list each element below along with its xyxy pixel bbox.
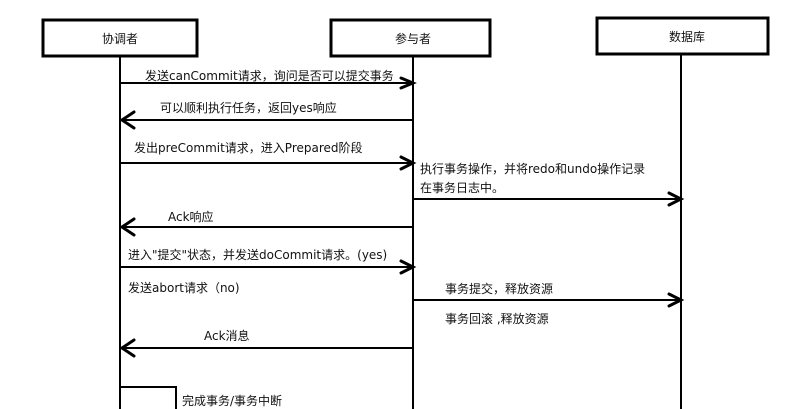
message-docommit-label: 进入"提交"状态，并发送doCommit请求。(yes) (128, 247, 387, 262)
message-precommit-label: 发出preCommit请求，进入Prepared阶段 (134, 140, 363, 155)
message-yes-response: 可以顺利执行任务，返回yes响应 (119, 100, 413, 130)
arrow-right-icon (667, 191, 685, 207)
database-label: 数据库 (669, 29, 705, 44)
message-execute-transaction-line2: 在事务日志中。 (420, 180, 504, 195)
arrow-right-icon (399, 76, 417, 90)
message-execute-transaction: 执行事务操作，并将redo和undo操作记录 在事务日志中。 (413, 161, 685, 207)
message-ack-label: Ack消息 (204, 328, 250, 343)
message-ack: Ack消息 (119, 328, 413, 358)
coordinator-label: 协调者 (102, 31, 138, 46)
message-ack-response-label: Ack响应 (168, 209, 214, 224)
arrow-right-icon (399, 259, 417, 275)
self-message-loop (120, 386, 177, 409)
message-complete-or-abort: 完成事务/事务中断 (120, 386, 282, 409)
participant-box: 参与者 (329, 18, 492, 58)
message-cancommit-label: 发送canCommit请求，询问是否可以提交事务 (145, 68, 394, 83)
message-abort-label: 发送abort请求（no) (128, 280, 240, 295)
arrow-right-icon (667, 292, 685, 308)
arrow-left-icon (119, 338, 136, 358)
message-complete-label: 完成事务/事务中断 (182, 393, 282, 408)
message-rollback-release-label: 事务回滚 ,释放资源 (445, 311, 549, 326)
message-precommit: 发出preCommit请求，进入Prepared阶段 (120, 140, 417, 171)
participant-label: 参与者 (395, 31, 431, 46)
coordinator-box: 协调者 (41, 18, 199, 58)
message-ack-response: Ack响应 (119, 209, 413, 237)
message-docommit: 进入"提交"状态，并发送doCommit请求。(yes) (120, 247, 417, 275)
message-commit-release-label: 事务提交，释放资源 (445, 281, 553, 296)
message-cancommit: 发送canCommit请求，询问是否可以提交事务 (120, 68, 417, 90)
message-yes-response-label: 可以顺利执行任务，返回yes响应 (160, 100, 337, 115)
arrow-left-icon (119, 217, 136, 237)
arrow-right-icon (399, 155, 417, 171)
message-execute-transaction-line1: 执行事务操作，并将redo和undo操作记录 (420, 161, 645, 176)
database-box: 数据库 (595, 16, 770, 56)
arrow-left-icon (119, 110, 136, 130)
message-commit-release: 事务提交，释放资源 (413, 281, 685, 308)
